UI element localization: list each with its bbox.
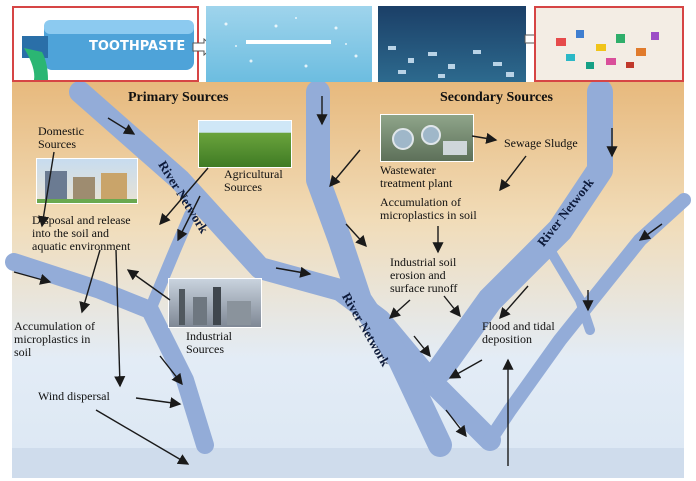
industrial-to-disposal-arrow	[126, 269, 171, 301]
river-flow-arrow-3	[13, 271, 52, 285]
domestic-to-disposal-arrow	[38, 151, 55, 228]
river-flow-arrow-6	[345, 223, 367, 248]
microbeads-image	[224, 17, 358, 68]
plastic-fragments-panel	[534, 6, 684, 82]
industrial-sources-label: Industrial Sources	[186, 329, 232, 356]
toothpaste-tube-image: TOOTHPASTE	[22, 20, 194, 80]
wwtp-to-sludge-arrow	[471, 132, 498, 144]
disposal-to-wind-arrow	[114, 249, 126, 388]
primary-sources-heading: Primary Sources	[128, 90, 229, 105]
river-flow-arrow-10	[638, 223, 663, 241]
river-flow-arrow-4	[275, 266, 312, 278]
wastewater-plant-image	[380, 114, 474, 162]
erosion-to-river-arrow	[388, 299, 411, 319]
domestic-sources-label: Domestic Sources	[38, 124, 84, 151]
secondary-sources-heading: Secondary Sources	[440, 90, 553, 105]
wastewater-plant-label: Wastewater treatment plant	[380, 163, 453, 190]
accumulation-soil-left-label: Accumulation of microplastics in soil	[14, 319, 95, 359]
agri-flow-arrow	[177, 195, 201, 242]
microbeads-panel	[206, 6, 372, 82]
ocean-plastic-image	[388, 46, 514, 78]
flood-to-river-arrow	[448, 359, 483, 379]
accumulation-soil-right-label: Accumulation of microplastics in soil	[380, 195, 477, 222]
disposal-to-accum-arrow	[79, 249, 101, 314]
river-small	[545, 245, 595, 335]
agri-to-disposal-arrow	[159, 167, 209, 226]
river-flow-arrow-2	[159, 355, 183, 386]
river-flow-arrow	[107, 117, 136, 135]
ocean-plastic-panel	[378, 6, 526, 82]
river-to-flood-arrow	[499, 285, 529, 320]
river-right	[427, 79, 613, 383]
agricultural-field-image	[198, 120, 292, 168]
erosion-flow-arrow	[443, 295, 461, 318]
river-left-main	[69, 81, 501, 451]
plastic-fragments-image	[556, 30, 659, 69]
industrial-erosion-label: Industrial soil erosion and surface runo…	[390, 255, 458, 295]
agricultural-sources-label: Agricultural Sources	[224, 167, 283, 194]
flood-tidal-label: Flood and tidal deposition	[482, 319, 555, 346]
toothpaste-label: TOOTHPASTE	[89, 39, 185, 54]
sludge-to-accum-arrow	[499, 155, 527, 192]
industrial-plant-image	[168, 278, 262, 328]
river-center	[306, 80, 452, 457]
river-flow-arrow-8	[445, 409, 467, 438]
toothpaste-panel: TOOTHPASTE	[12, 6, 199, 82]
wwtp-to-river-arrow	[329, 149, 361, 188]
domestic-houses-image	[36, 158, 138, 204]
sewage-sludge-label: Sewage Sludge	[504, 136, 578, 150]
river-flow-arrow-7	[413, 335, 431, 358]
wind-to-sea-arrow	[95, 409, 190, 465]
wind-dispersal-label: Wind dispersal	[38, 389, 110, 403]
wind-to-river-arrow	[135, 397, 182, 409]
